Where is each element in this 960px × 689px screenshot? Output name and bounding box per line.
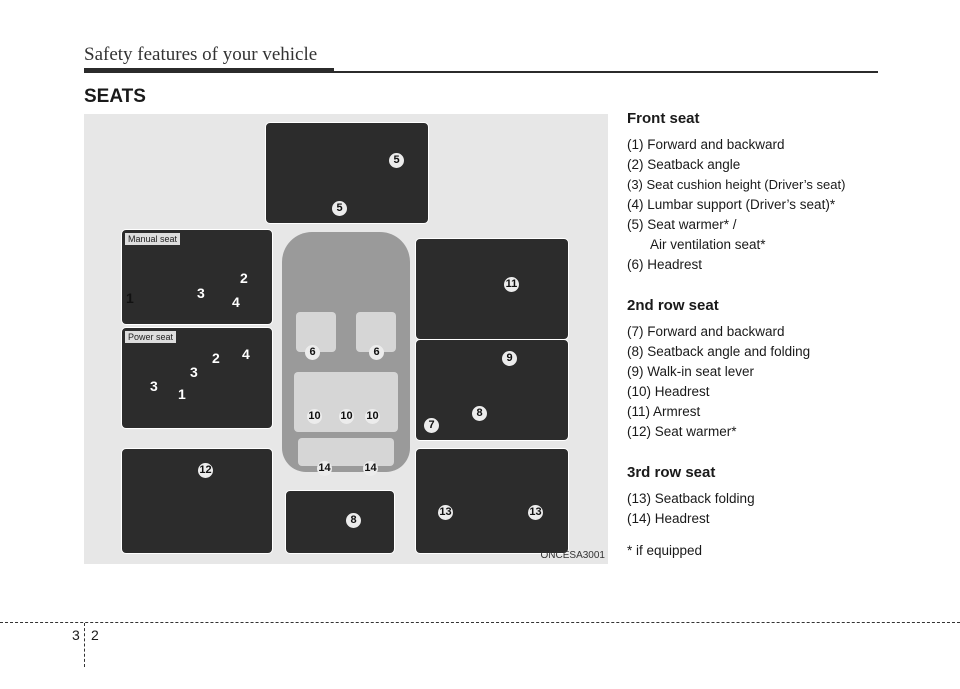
front-seat-title: Front seat <box>627 110 700 127</box>
callout-3: 3 <box>150 378 158 394</box>
callout-3: 3 <box>197 285 205 301</box>
callout-8: 8 <box>472 406 487 421</box>
section-title: SEATS <box>84 86 146 107</box>
callout-2: 2 <box>212 350 220 366</box>
callout-7: 7 <box>424 418 439 433</box>
header-line <box>334 71 878 73</box>
power-seat-label: Power seat <box>125 331 177 343</box>
header-bar <box>84 68 334 73</box>
header-title: Safety features of your vehicle <box>84 44 318 65</box>
car-body <box>282 232 410 472</box>
list-item: (9) Walk-in seat lever <box>627 364 755 379</box>
list-item: (11) Armrest <box>627 404 701 419</box>
figure-code: ONCESA3001 <box>540 550 605 561</box>
callout-8: 8 <box>346 513 361 528</box>
list-item: (8) Seatback angle and folding <box>627 344 811 359</box>
seats-figure: 6 6 10 10 10 14 14 5 5 Manual seat 2 3 4… <box>84 114 608 564</box>
footer-divider <box>0 622 960 623</box>
callout-12: 12 <box>198 463 213 478</box>
power-seat-inset: Power seat 2 4 3 3 1 <box>121 327 273 429</box>
callout-14: 14 <box>317 461 332 476</box>
seat-warmer-switch-inset: 5 5 <box>265 122 429 224</box>
callout-2: 2 <box>240 270 248 286</box>
callout-13: 13 <box>438 505 453 520</box>
callout-4: 4 <box>242 346 250 362</box>
fold-lever-inset: 8 <box>285 490 395 554</box>
list-item: (2) Seatback angle <box>627 157 741 172</box>
callout-10: 10 <box>339 409 354 424</box>
callout-3: 3 <box>190 364 198 380</box>
callout-5: 5 <box>389 153 404 168</box>
third-row-seat <box>298 438 394 466</box>
callout-9: 9 <box>502 351 517 366</box>
list-item: (3) Seat cushion height (Driver’s seat) <box>627 177 846 192</box>
callout-5: 5 <box>332 201 347 216</box>
list-item: (4) Lumbar support (Driver’s seat)* <box>627 197 836 212</box>
list-item: (5) Seat warmer* / <box>627 217 737 232</box>
chapter-number: 3 <box>72 627 80 643</box>
callout-6: 6 <box>305 345 320 360</box>
list-item: (7) Forward and backward <box>627 324 785 339</box>
footnote: * if equipped <box>627 543 703 558</box>
callout-10: 10 <box>365 409 380 424</box>
list-item: (6) Headrest <box>627 257 703 272</box>
armrest-inset: 11 <box>415 238 569 340</box>
page-number: 2 <box>91 627 99 643</box>
list-item: (10) Headrest <box>627 384 710 399</box>
list-item: (1) Forward and backward <box>627 137 785 152</box>
callout-10: 10 <box>307 409 322 424</box>
callout-4: 4 <box>232 294 240 310</box>
list-item: Air ventilation seat* <box>650 237 766 252</box>
footer-divider-vertical <box>84 623 85 667</box>
callout-1: 1 <box>126 290 134 306</box>
door-switch-inset: 12 <box>121 448 273 554</box>
manual-seat-inset: Manual seat 2 3 4 <box>121 229 273 325</box>
list-item: (12) Seat warmer* <box>627 424 737 439</box>
list-item: (13) Seatback folding <box>627 491 755 506</box>
third-row-title: 3rd row seat <box>627 464 716 481</box>
callout-1: 1 <box>178 386 186 402</box>
manual-seat-label: Manual seat <box>125 233 181 245</box>
second-row-title: 2nd row seat <box>627 297 719 314</box>
seat-descriptions: Front seat (1) Forward and backward (2) … <box>627 110 897 558</box>
callout-11: 11 <box>504 277 519 292</box>
callout-6: 6 <box>369 345 384 360</box>
callout-14: 14 <box>363 461 378 476</box>
third-row-inset: 13 13 <box>415 448 569 554</box>
list-item: (14) Headrest <box>627 511 710 526</box>
second-row-inset: 9 8 7 <box>415 339 569 441</box>
callout-13: 13 <box>528 505 543 520</box>
